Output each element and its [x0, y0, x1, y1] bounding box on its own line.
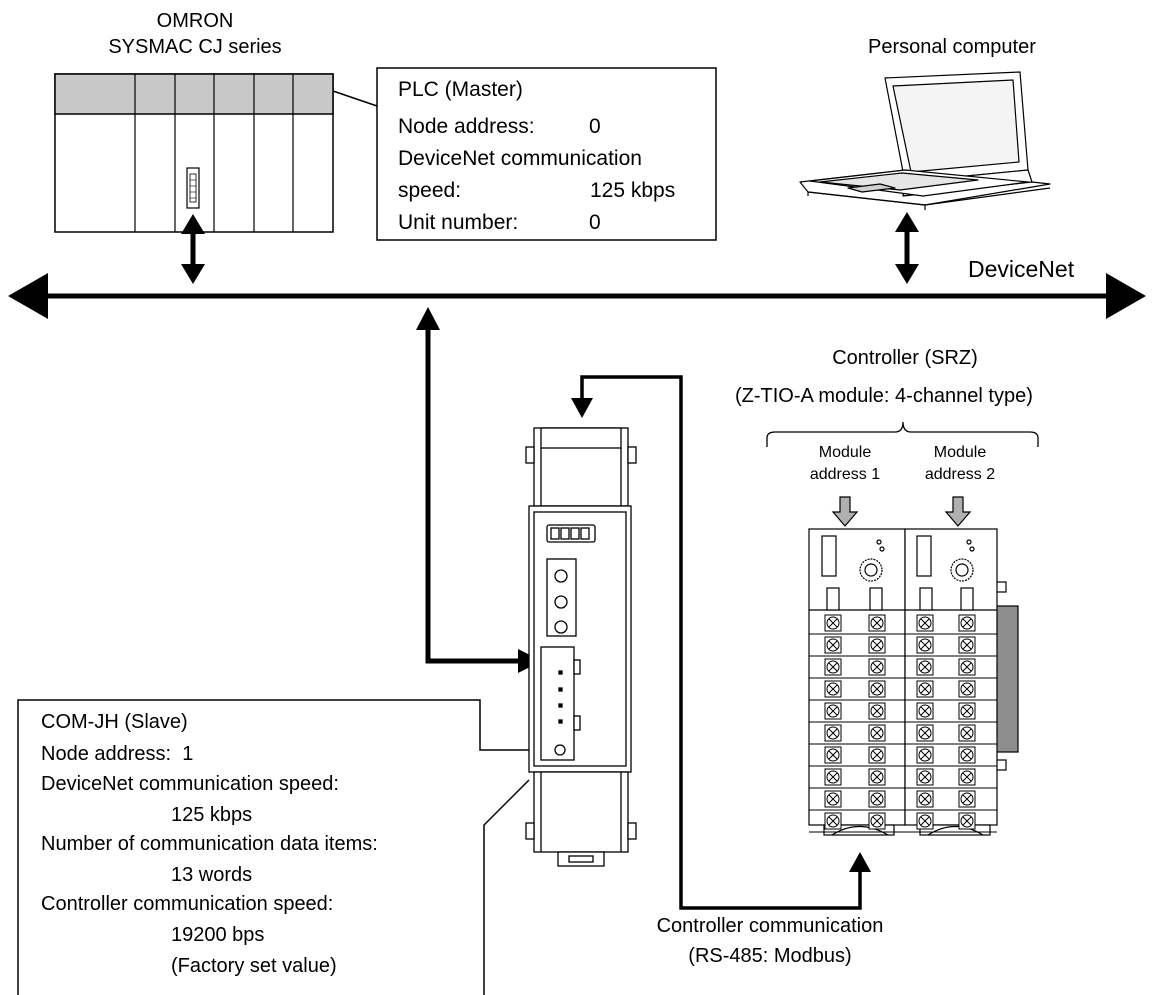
comjh-dn-speed-label: DeviceNet communication speed:	[41, 773, 339, 795]
terminal-row	[809, 724, 997, 745]
plc-speed-value: 125 kbps	[590, 179, 676, 202]
controller-subtitle: (Z-TIO-A module: 4-channel type)	[735, 385, 1033, 407]
comjh-node: Node address: 1	[41, 743, 194, 765]
screw-terminal	[958, 636, 976, 654]
plc-unit-value: 0	[589, 211, 601, 234]
laptop-illustration	[799, 71, 1051, 210]
comjh-items-label: Number of communication data items:	[41, 833, 378, 855]
screw-terminal	[916, 702, 934, 720]
terminal-row	[809, 658, 997, 679]
screw-terminal	[868, 614, 886, 632]
screw-terminal	[916, 658, 934, 676]
terminal-row	[809, 768, 997, 789]
comjh-factory-note: (Factory set value)	[171, 955, 337, 977]
controller-communication-line	[571, 375, 871, 910]
screw-terminal	[868, 658, 886, 676]
screw-terminal	[868, 724, 886, 742]
screw-terminal	[916, 636, 934, 654]
comjh-ctrl-speed-label: Controller communication speed:	[41, 893, 334, 915]
terminal-row	[809, 614, 997, 635]
terminal-row	[809, 812, 997, 833]
comjh-dn-speed-value: 125 kbps	[171, 804, 253, 826]
plc-node-value: 0	[589, 115, 601, 138]
screw-terminal	[916, 680, 934, 698]
plc-bus-connector	[181, 214, 205, 284]
screw-terminal	[824, 636, 842, 654]
screw-terminal	[958, 702, 976, 720]
screw-terminal	[958, 724, 976, 742]
plc-speed-label-1: DeviceNet communication	[398, 147, 642, 170]
plc-callout-box	[332, 67, 717, 241]
screw-terminal	[958, 614, 976, 632]
ctrl-comm-label-1: Controller communication	[656, 915, 884, 937]
screw-terminal	[916, 790, 934, 808]
module1-label-2: address 1	[809, 466, 881, 483]
screw-terminal	[868, 636, 886, 654]
plc-rack	[54, 73, 334, 233]
screw-terminal	[958, 746, 976, 764]
plc-maker-label: OMRON	[156, 10, 234, 32]
comjh-callout-box	[17, 699, 530, 995]
screw-terminal	[916, 614, 934, 632]
screw-terminal	[916, 768, 934, 786]
plc-series-label: SYSMAC CJ series	[108, 36, 282, 58]
screw-terminal	[868, 746, 886, 764]
screw-terminal	[824, 768, 842, 786]
plc-node-label: Node address:	[398, 115, 535, 138]
module2-label-1: Module	[933, 444, 987, 461]
controller-title: Controller (SRZ)	[832, 347, 978, 369]
screw-terminal	[824, 702, 842, 720]
screw-terminal	[958, 812, 976, 830]
module-address-arrows	[831, 496, 972, 527]
plc-speed-label-2: speed:	[398, 179, 462, 202]
screw-terminal	[824, 658, 842, 676]
screw-terminal	[868, 790, 886, 808]
screw-terminal	[916, 812, 934, 830]
pc-label: Personal computer	[868, 36, 1036, 58]
ctrl-comm-label-2: (RS-485: Modbus)	[688, 945, 852, 967]
module1-label-1: Module	[818, 444, 872, 461]
pc-bus-connector	[895, 212, 919, 284]
comjh-module	[525, 427, 637, 867]
comjh-ctrl-speed-value: 19200 bps	[171, 924, 265, 946]
comjh-items-value: 13 words	[171, 864, 253, 886]
screw-terminal	[958, 658, 976, 676]
screw-terminal	[868, 812, 886, 830]
screw-terminal	[868, 702, 886, 720]
terminal-row	[809, 636, 997, 657]
terminal-blocks	[809, 614, 997, 833]
screw-terminal	[958, 790, 976, 808]
devicenet-label: DeviceNet	[968, 256, 1075, 282]
screw-terminal	[958, 680, 976, 698]
screw-terminal	[824, 746, 842, 764]
terminal-row	[809, 680, 997, 701]
screw-terminal	[824, 790, 842, 808]
screw-terminal	[824, 680, 842, 698]
terminal-row	[809, 746, 997, 767]
screw-terminal	[824, 614, 842, 632]
controller-bracket	[766, 421, 1039, 447]
screw-terminal	[916, 724, 934, 742]
comjh-title: COM-JH (Slave)	[41, 711, 188, 733]
terminal-row	[809, 702, 997, 723]
plc-box-title: PLC (Master)	[398, 78, 523, 101]
screw-terminal	[868, 768, 886, 786]
bus-to-comjh-line	[416, 307, 542, 673]
plc-unit-label: Unit number:	[398, 211, 519, 234]
module2-label-2: address 2	[924, 466, 996, 483]
devicenet-bus	[8, 273, 1146, 319]
screw-terminal	[824, 812, 842, 830]
screw-terminal	[916, 746, 934, 764]
screw-terminal	[824, 724, 842, 742]
screw-terminal	[868, 680, 886, 698]
terminal-row	[809, 790, 997, 811]
screw-terminal	[958, 768, 976, 786]
